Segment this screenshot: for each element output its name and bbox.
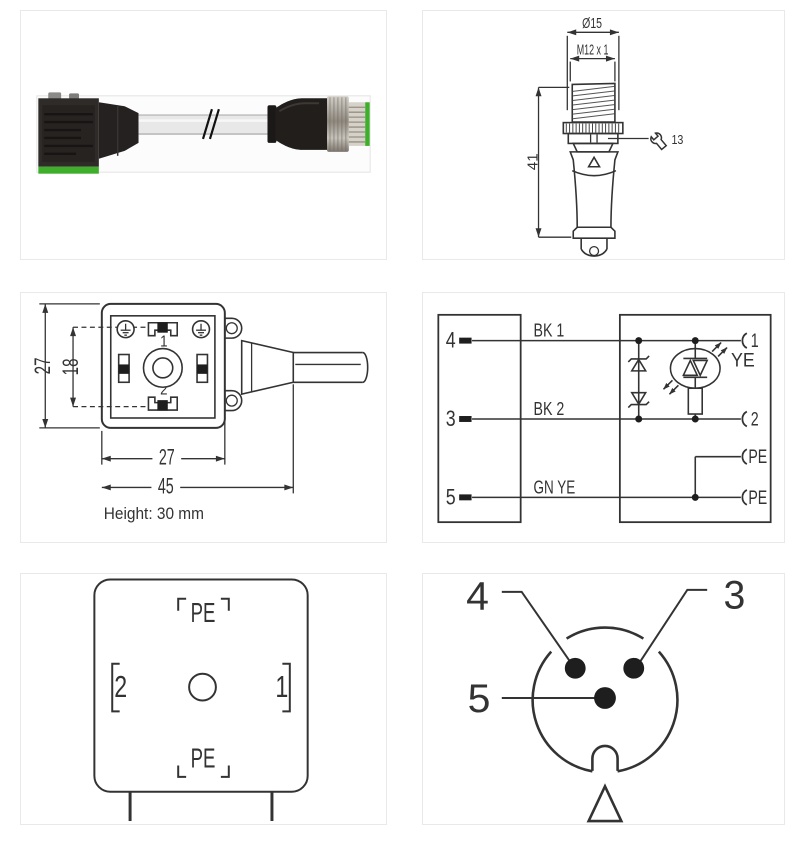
m12-dimension-drawing: Ø15 M12 x 1 41 [526,16,683,257]
svg-text:PE: PE [191,597,216,628]
svg-text:2: 2 [114,669,127,704]
junction-dots [635,337,699,501]
wrench-size-label: 13 [671,132,683,147]
pin-4-dot [564,657,586,679]
svg-text:5: 5 [446,484,456,509]
leader-lines [501,588,708,699]
product-photo-panel [20,10,387,260]
valve-plug-green-base [38,166,99,174]
wrench-icon [650,132,668,151]
ground-symbol-icon [116,319,135,339]
wire-label-bk1: BK 1 [534,320,565,341]
contact-label-1: 1 [751,330,759,352]
dim-body-width-label: 27 [159,445,175,470]
svg-text:1: 1 [275,669,288,704]
m12-dimension-drawing-panel: Ø15 M12 x 1 41 [422,10,785,260]
contact-label-pe-upper: PE [748,446,767,468]
dim-pin-spacing-label: 18 [58,358,83,375]
m12-connector-photo [267,96,370,152]
dim-length-label: 41 [526,153,542,170]
pin-4: 4 [446,328,472,353]
dim-length: 41 [526,86,572,238]
m12-pinout-panel: 4 3 5 [422,573,785,825]
valve-plug-photo [38,92,139,174]
contact-arcs [741,332,748,506]
dim-diameter-label: Ø15 [582,16,602,32]
center-hole [188,672,217,702]
orientation-triangle-icon [586,783,624,823]
valve-plug-dimension-drawing-panel: 1 2 [20,292,387,543]
pin-5-dot [594,687,616,709]
valve-plug-dimension-drawing: 1 2 [30,302,369,523]
mounting-ears [224,317,243,412]
side-contacts [117,353,209,384]
led-icon [662,340,728,419]
svg-text:4: 4 [446,328,456,353]
m12-green-ring [365,102,370,146]
dim-body-width: 27 [101,414,226,470]
resistor-icon [687,387,704,415]
wiring-diagram: 4 3 5 BK 1 BK 2 GN YE [437,313,772,524]
cable-gland [240,339,369,396]
pin-5: 5 [446,484,472,509]
ground-symbol-icon [191,319,211,339]
valve-plug-face-outline [109,315,216,419]
dim-pin-spacing: 18 [58,327,83,407]
wiring-diagram-panel: 4 3 5 BK 1 BK 2 GN YE [422,292,785,543]
pin-label-4: 4 [466,575,489,619]
dim-total-width: 45 [101,384,294,498]
cable-photo [138,114,288,135]
valve-plug-pinout-panel: PE 2 1 PE [20,573,387,825]
contact-label-2: 2 [751,408,759,430]
pin-3-dot [623,657,645,679]
contact-1: 1 [147,321,179,351]
pe-branch [694,455,741,498]
m12-connector-outline [562,82,624,257]
dim-outer-height: 27 [30,303,100,429]
pin-label-3: 3 [724,574,746,618]
contact-2-label: 2 [160,382,168,399]
svg-text:3: 3 [446,406,456,431]
svg-text:PE: PE [191,742,216,773]
wrench-callout: 13 [607,132,683,151]
pinout-pe-bottom: PE [177,742,230,778]
wire-label-bk2: BK 2 [534,398,565,419]
valve-plug-pinout: PE 2 1 PE [93,578,309,822]
suppressor-diode-icon [627,340,650,419]
plug-face-outline [93,578,309,793]
pinout-pe-top: PE [177,597,230,628]
contact-2: 2 [147,382,179,411]
pin-label-5: 5 [468,677,491,721]
pinout-1-right: 1 [275,662,291,713]
product-photo [36,92,371,174]
pin-3: 3 [446,406,472,431]
m12-face-outline [531,626,679,773]
led-color-label: YE [731,349,755,371]
cable-break-marks [201,108,220,140]
keyway-notch [591,744,619,771]
dim-total-width-label: 45 [158,473,174,498]
contact-1-label: 1 [160,334,168,351]
dim-thread-label: M12 x 1 [577,43,609,59]
dim-outer-height-label: 27 [30,357,55,374]
pinout-2-left: 2 [111,662,127,713]
height-note: Height: 30 mm [104,504,204,523]
wire-label-gnye: GN YE [534,476,576,497]
contact-label-pe-lower: PE [748,487,767,509]
central-bore [142,347,183,389]
m12-pinout: 4 3 5 [466,574,746,823]
